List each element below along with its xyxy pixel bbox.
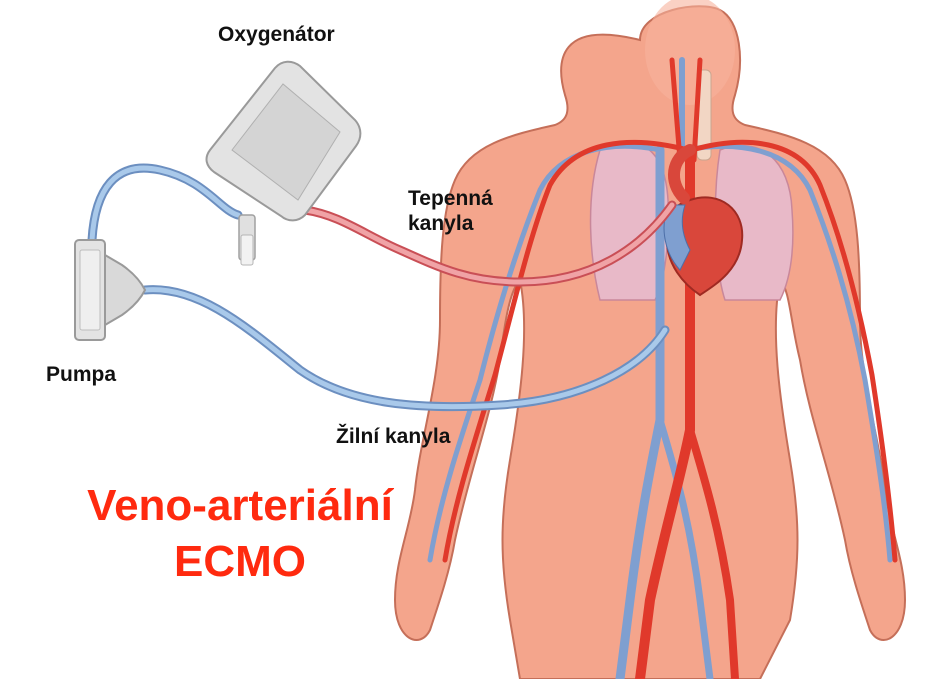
arterial-cannula-label: Tepenná kanyla xyxy=(408,186,493,236)
diagram-title-line1: Veno-arteriální xyxy=(20,478,460,534)
arterial-cannula-label-line2: kanyla xyxy=(408,211,493,236)
diagram-title-line2: ECMO xyxy=(20,534,460,590)
pump-label: Pumpa xyxy=(46,362,116,387)
diagram-title: Veno-arteriální ECMO xyxy=(20,478,460,590)
oxygenator-device-icon xyxy=(207,62,361,265)
centrifugal-pump-icon xyxy=(75,240,145,340)
arterial-cannula-label-line1: Tepenná xyxy=(408,186,493,211)
venous-cannula-label: Žilní kanyla xyxy=(336,424,450,449)
oxygenator-label: Oxygenátor xyxy=(218,22,335,47)
head-shading xyxy=(645,0,735,105)
